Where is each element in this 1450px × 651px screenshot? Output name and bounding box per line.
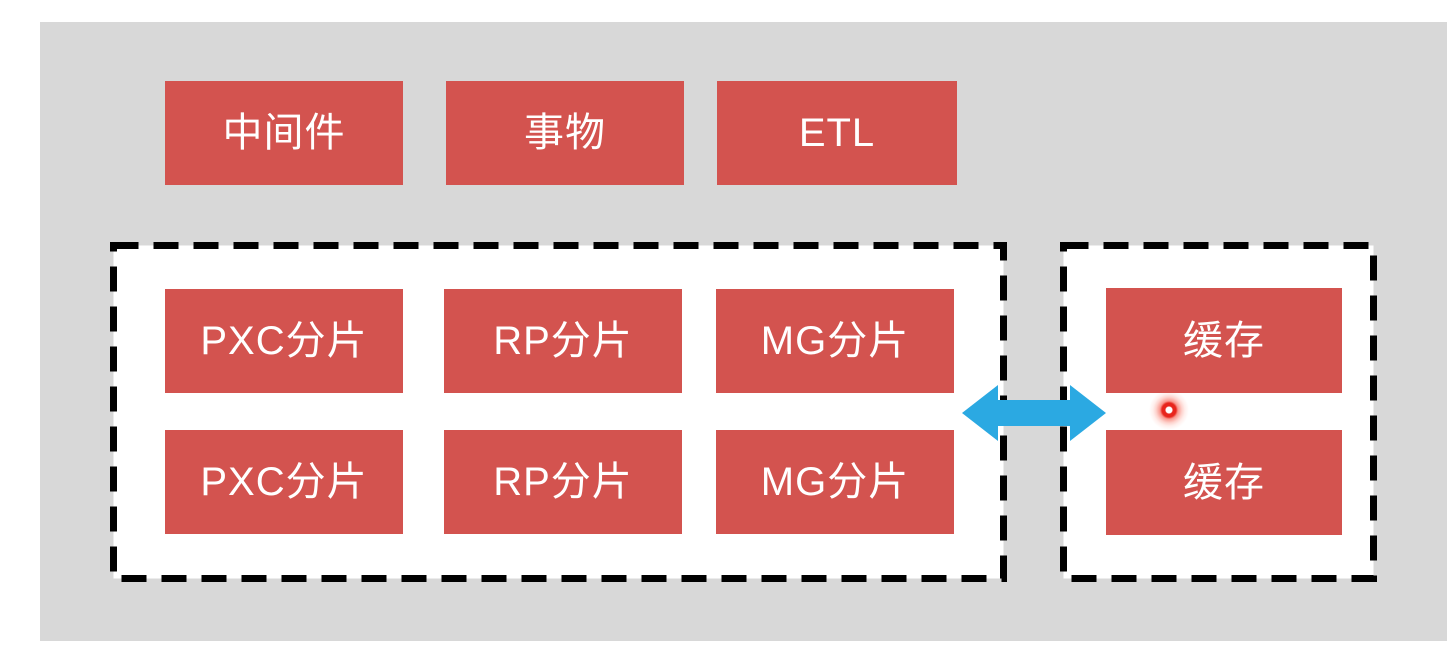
shard-box-rp-2-label: RP分片: [493, 460, 633, 504]
top-box-middleware-label: 中间件: [222, 111, 346, 155]
shard-cluster-container: PXC分片 RP分片 MG分片 PXC分片 RP分片 MG分片: [110, 242, 1007, 582]
top-box-transaction: 事物: [446, 81, 684, 185]
cache-box-2-label: 缓存: [1183, 460, 1265, 505]
shard-box-pxc-1: PXC分片: [165, 289, 403, 393]
shard-box-pxc-2: PXC分片: [165, 430, 403, 534]
cache-box-1-label: 缓存: [1183, 318, 1265, 363]
shard-box-rp-1-label: RP分片: [493, 319, 633, 363]
shard-box-mg-1-label: MG分片: [760, 319, 910, 363]
bidirectional-arrow-icon: [962, 383, 1106, 443]
top-box-middleware: 中间件: [165, 81, 403, 185]
cache-box-2: 缓存: [1106, 430, 1342, 535]
shard-box-pxc-2-label: PXC分片: [200, 460, 368, 504]
shard-box-rp-2: RP分片: [444, 430, 682, 534]
shard-box-rp-1: RP分片: [444, 289, 682, 393]
shard-box-pxc-1-label: PXC分片: [200, 319, 368, 363]
top-box-transaction-label: 事物: [524, 111, 606, 155]
shard-box-mg-2-label: MG分片: [760, 460, 910, 504]
top-box-etl-label: ETL: [798, 111, 876, 155]
top-box-etl: ETL: [717, 81, 957, 185]
shard-box-mg-1: MG分片: [716, 289, 954, 393]
shard-box-mg-2: MG分片: [716, 430, 954, 534]
bidirectional-arrow-svg: [962, 385, 1106, 441]
cache-box-1: 缓存: [1106, 288, 1342, 393]
cache-cluster-container: 缓存 缓存: [1060, 242, 1377, 582]
